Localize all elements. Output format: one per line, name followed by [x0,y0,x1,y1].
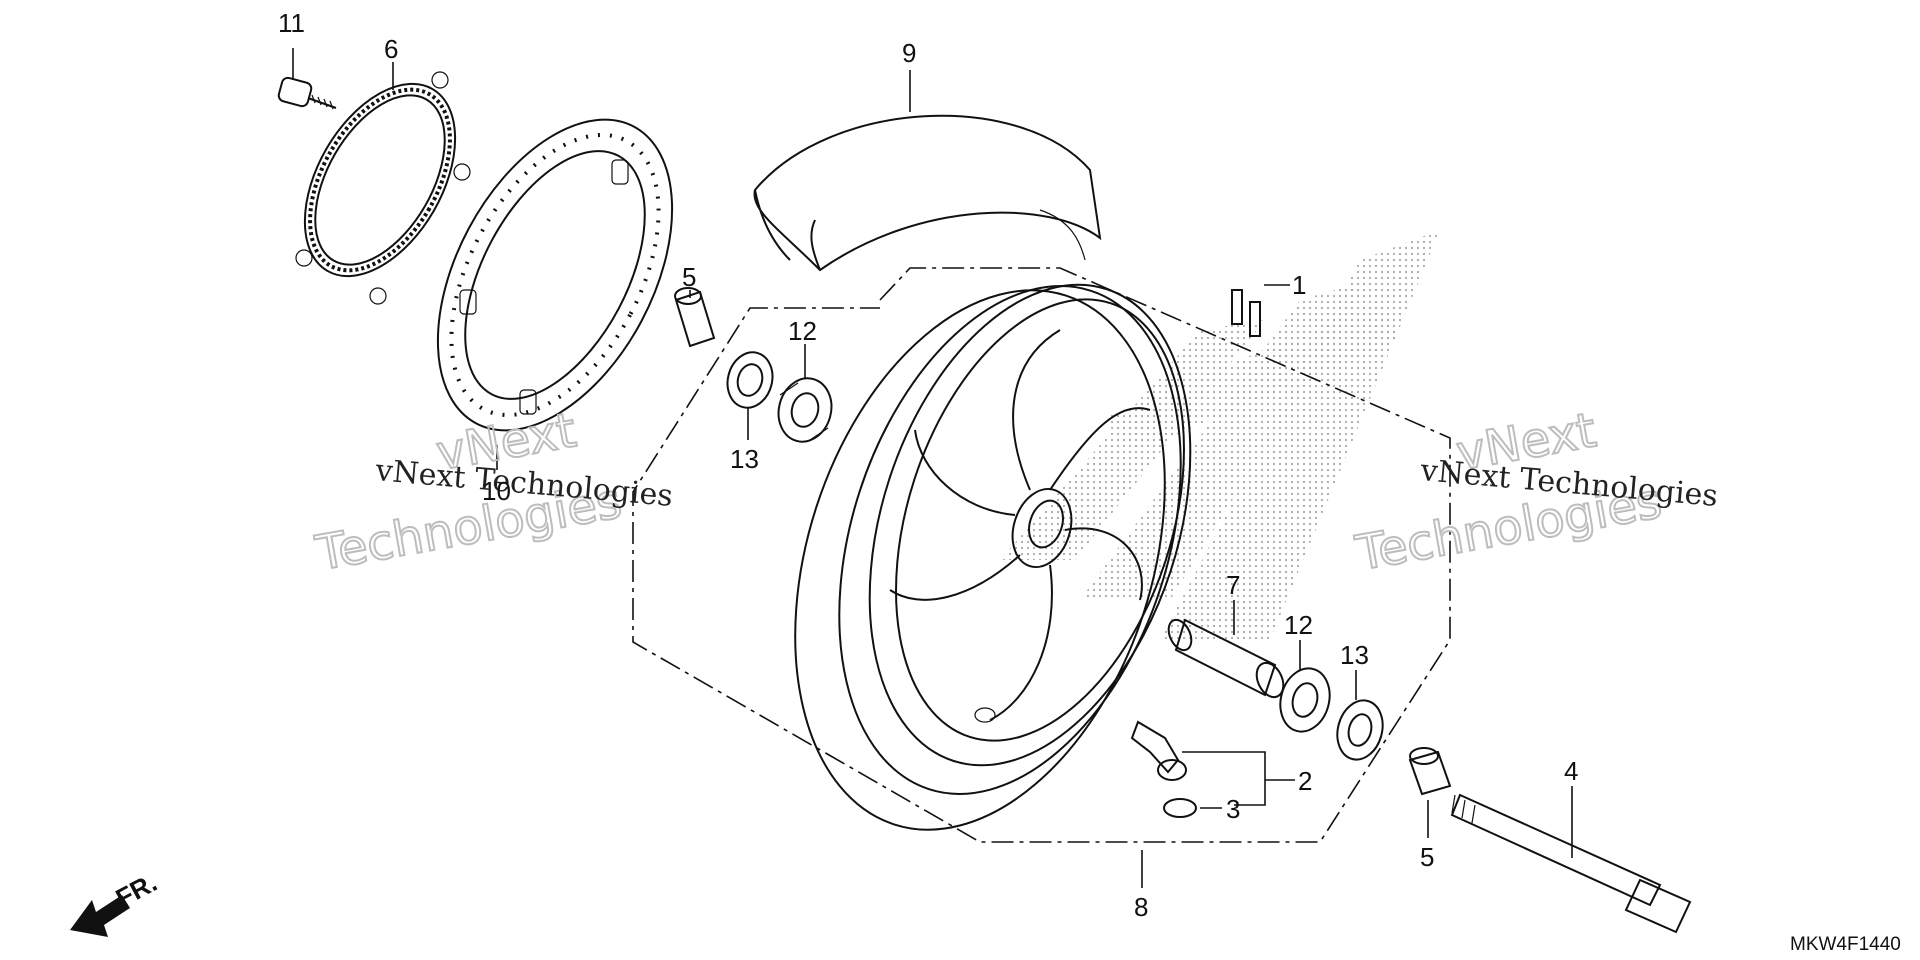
spacer-part-5-lower [1408,747,1452,796]
o-ring-part-3 [1163,798,1197,818]
brake-disc-part-10 [436,118,674,432]
leader-lines [292,48,1573,888]
callout-6: 6 [384,34,398,64]
valve-part-2 [1130,720,1187,781]
callout-5-upper: 5 [682,262,696,292]
bearing-part-12-upper [777,377,833,443]
callout-1: 1 [1292,270,1306,300]
callout-9: 9 [902,38,916,68]
bearing-part-12-lower [1279,667,1331,733]
assembly-outline [632,267,1451,843]
front-arrow: FR. [70,867,162,937]
callout-7: 7 [1226,570,1240,600]
callout-10: 10 [482,476,511,506]
collar-part-7 [1167,618,1285,699]
callout-8: 8 [1134,892,1148,922]
callout-13-lower: 13 [1340,640,1369,670]
sensor-ring-part-6 [295,71,471,305]
callout-12-upper: 12 [788,316,817,346]
axle-part-4 [1450,793,1692,934]
drawing-code: MKW4F1440 [1790,934,1901,955]
tire-part-9 [753,114,1102,272]
callout-11: 11 [278,8,305,38]
callout-5-lower: 5 [1420,842,1434,872]
callout-2: 2 [1298,766,1312,796]
balance-weight-part-1 [1231,289,1261,337]
spacer-part-5-upper [674,287,716,348]
callout-12-lower: 12 [1284,610,1313,640]
watermark-right: vNext Technologies vNext Technologies [1350,401,1719,583]
wing-watermark [1000,230,1440,640]
callout-3: 3 [1226,794,1240,824]
seal-part-13-upper [726,351,774,409]
callouts: 11 6 9 5 12 13 10 1 7 12 13 2 3 4 5 8 [278,8,1578,922]
callout-4: 4 [1564,756,1578,786]
seal-part-13-lower [1336,699,1384,761]
bolt-part-11 [277,76,337,110]
callout-13-upper: 13 [730,444,759,474]
wheel-part-8 [794,283,1192,831]
